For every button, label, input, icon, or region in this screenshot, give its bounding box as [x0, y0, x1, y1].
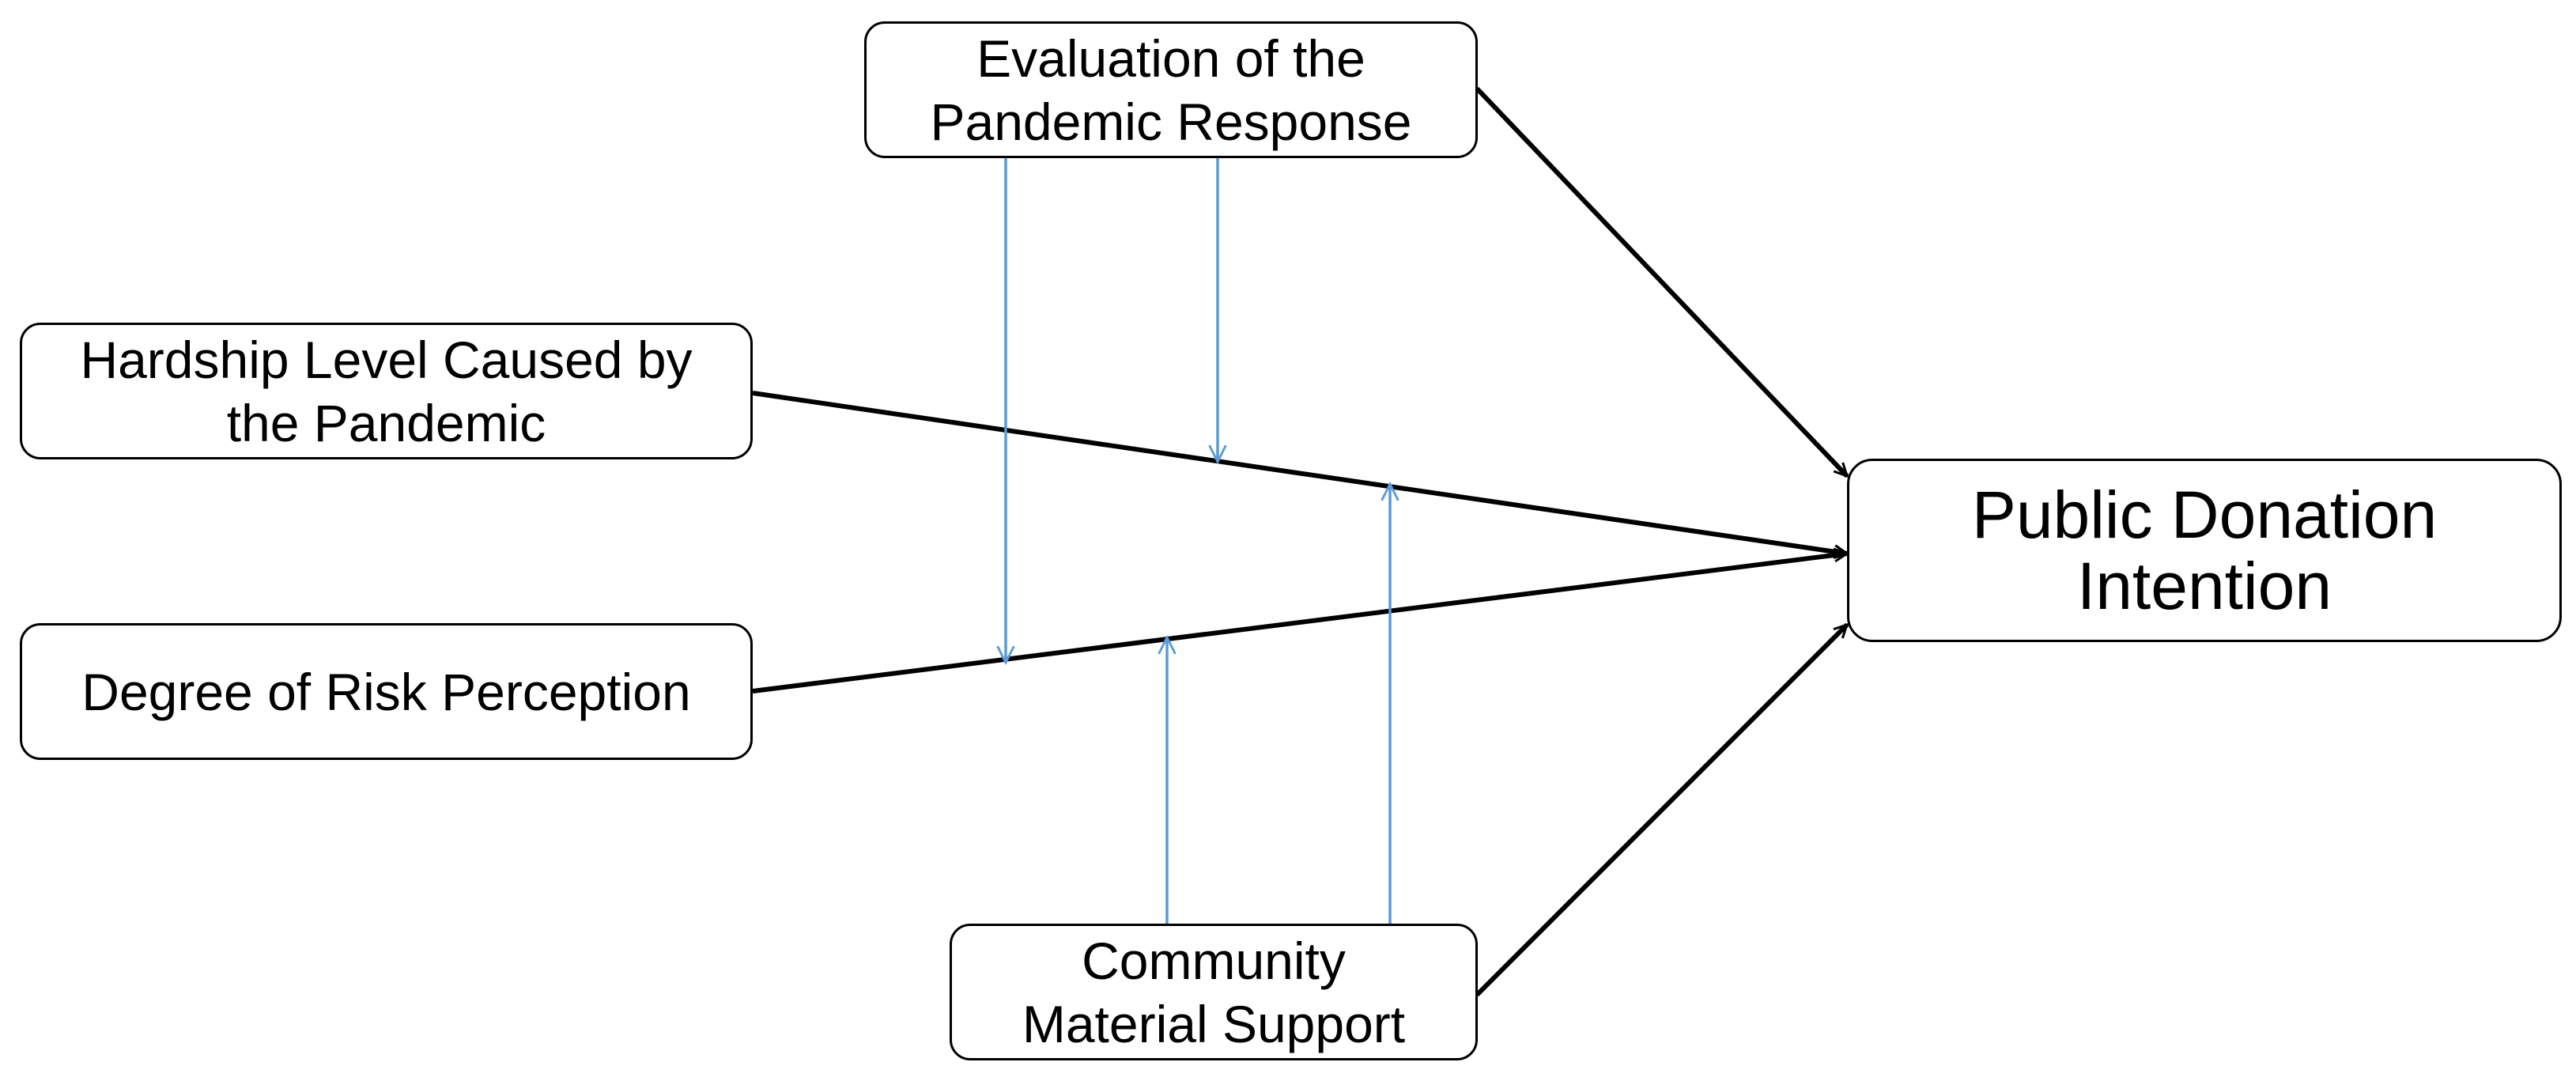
edge-evaluation-to-intention [1475, 86, 1847, 476]
node-community-line-1: Community [1082, 931, 1346, 990]
node-hardship-line-1: Hardship Level Caused by [80, 330, 693, 389]
node-evaluation-line-1: Evaluation of the [976, 28, 1365, 88]
node-hardship: Hardship Level Caused by the Pandemic [20, 323, 753, 459]
edge-risk-to-intention [752, 554, 1847, 694]
node-intention: Public Donation Intention [1847, 459, 2562, 642]
edge-community-to-intention [1475, 625, 1847, 997]
node-community: Community Material Support [950, 924, 1478, 1060]
node-hardship-line-2: the Pandemic [226, 393, 546, 452]
node-community-line-2: Material Support [1022, 994, 1406, 1053]
node-evaluation-line-2: Pandemic Response [930, 92, 1412, 151]
edge-hardship-to-intention [752, 391, 1847, 554]
node-intention-line-1: Public Donation [1971, 478, 2438, 552]
node-intention-line-2: Intention [2076, 549, 2332, 623]
node-risk: Degree of Risk Perception [20, 623, 753, 760]
node-evaluation: Evaluation of the Pandemic Response [864, 21, 1478, 158]
node-risk-line-1: Degree of Risk Perception [81, 662, 691, 721]
